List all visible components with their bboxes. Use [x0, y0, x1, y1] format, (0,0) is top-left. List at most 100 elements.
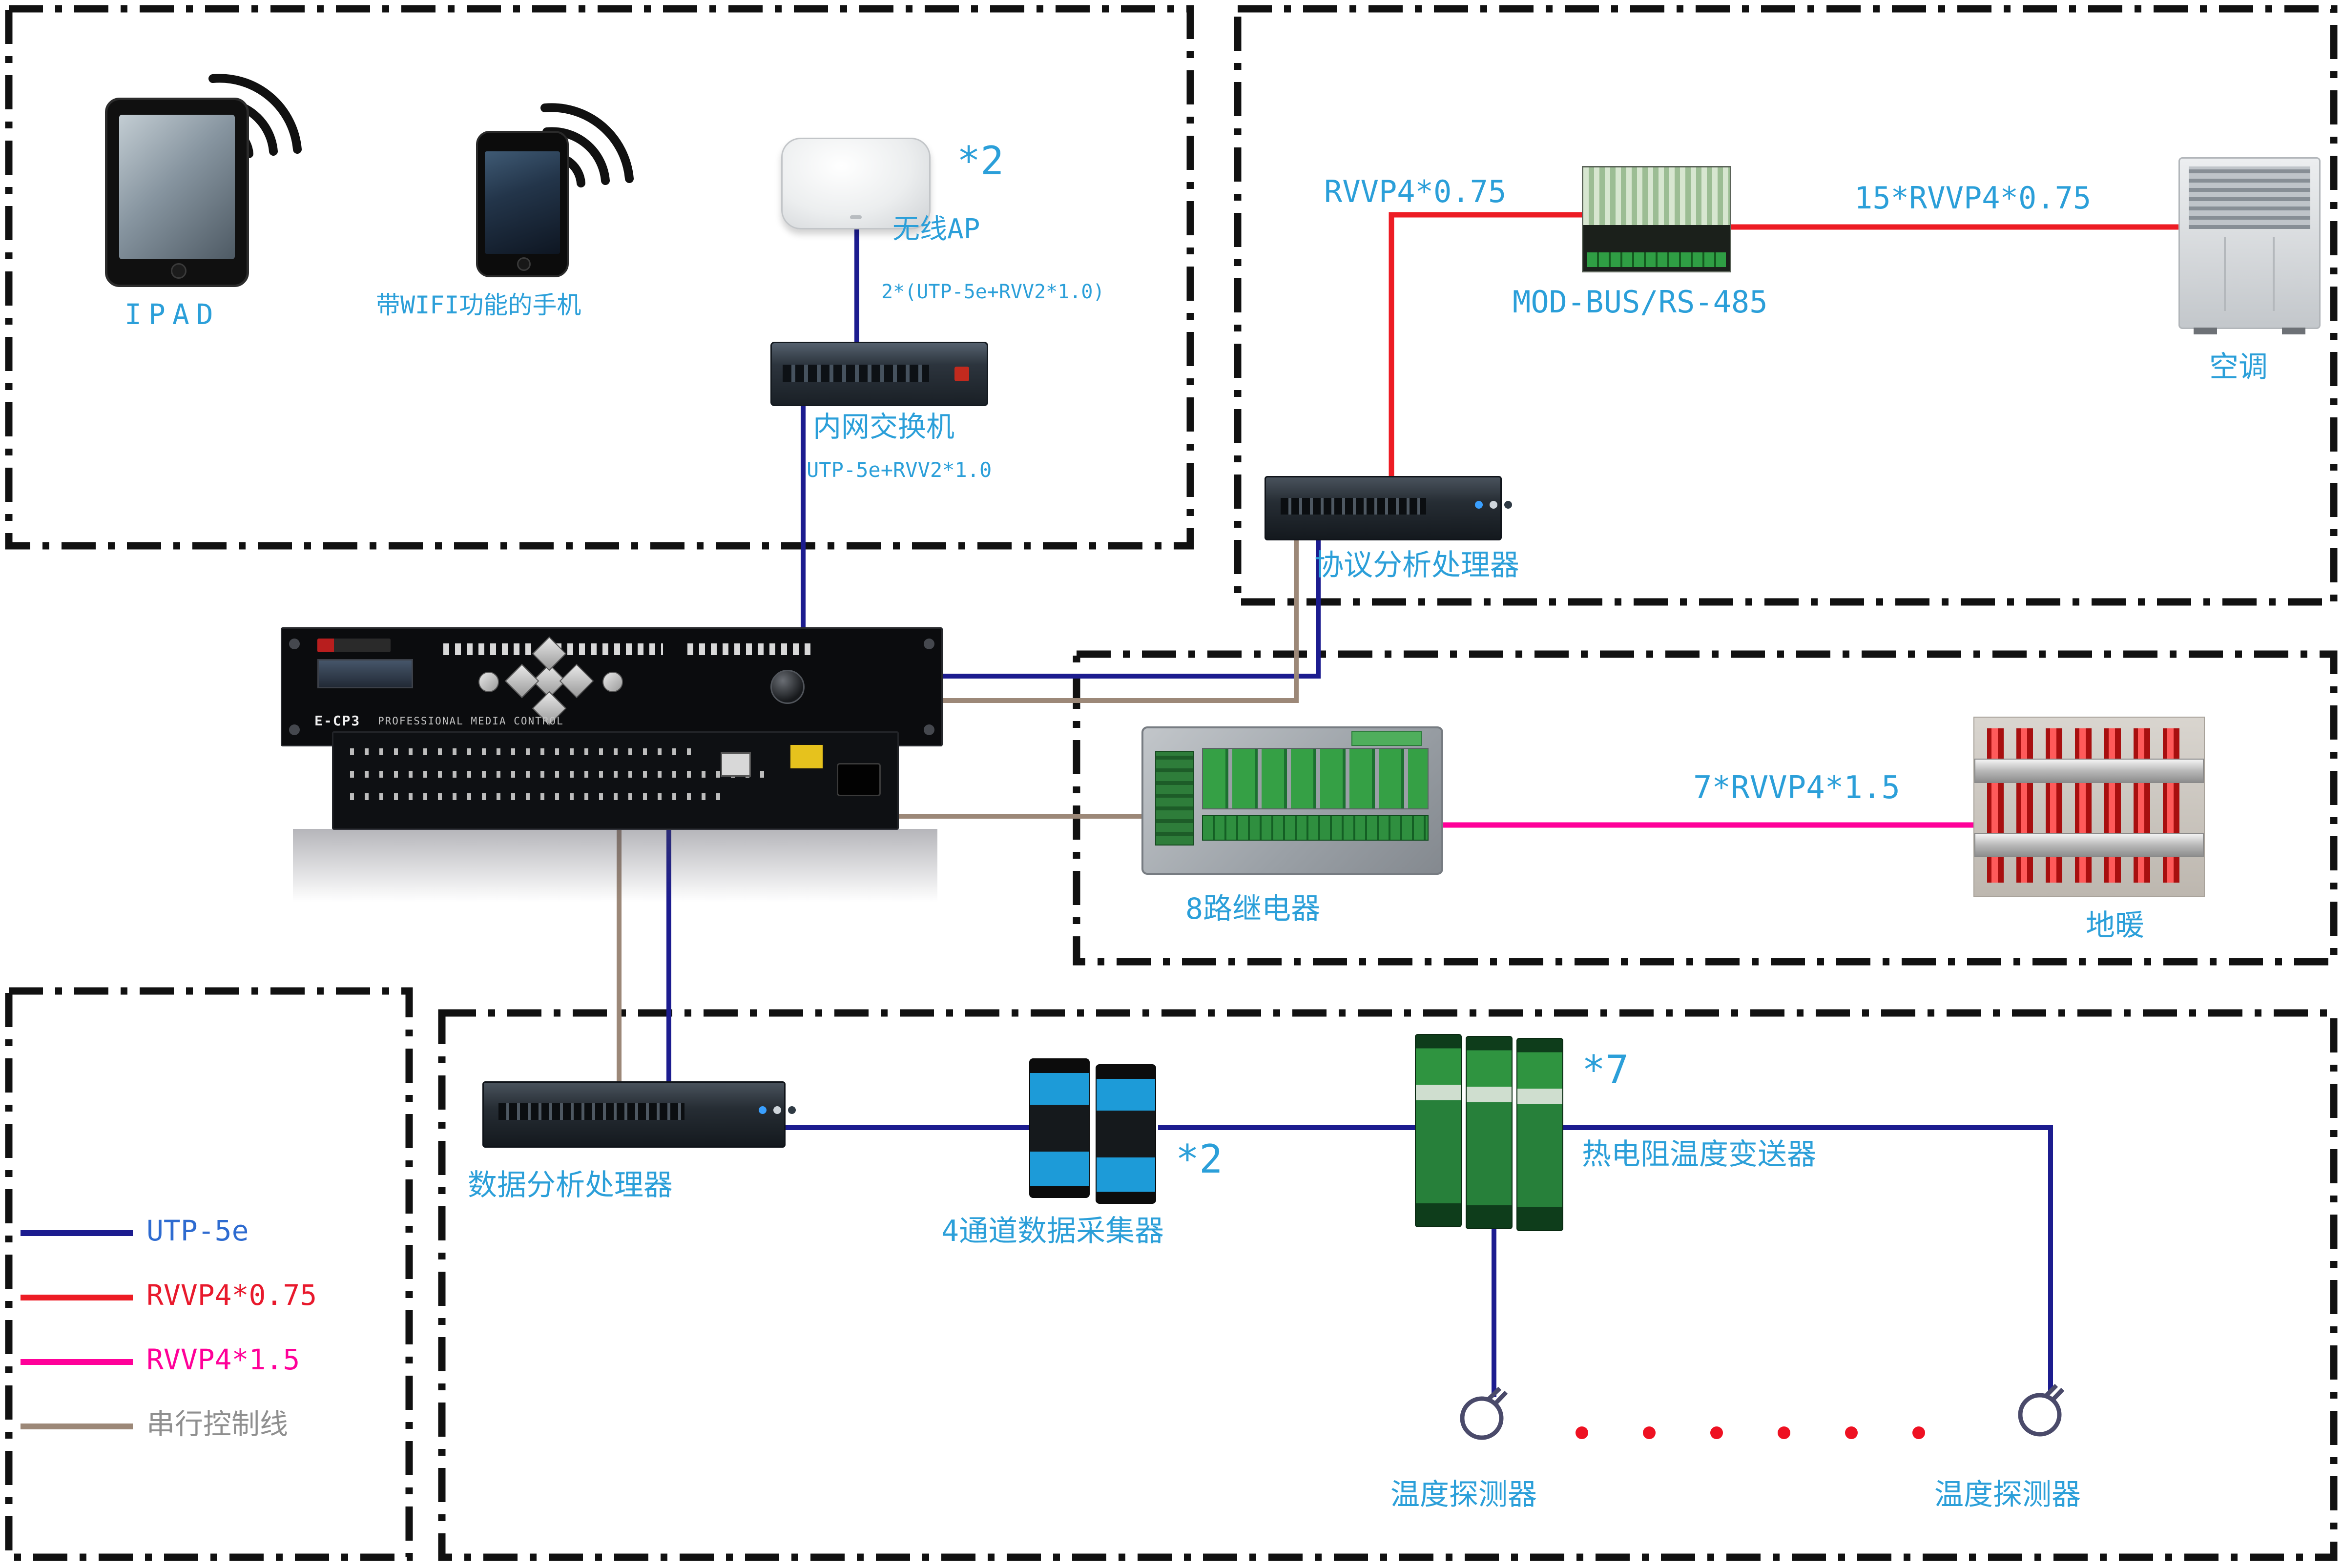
cable-controller-to-protocol-processor — [937, 537, 1321, 679]
transmitter-module — [1466, 1036, 1513, 1229]
rack-screw — [924, 724, 934, 735]
ipad-home-button — [170, 263, 187, 279]
protocol-processor-image — [1265, 476, 1502, 540]
temperature-transmitter-image — [1415, 1034, 1564, 1231]
io-connector-row — [350, 748, 692, 755]
wifi-phone-label: 带WIFI功能的手机 — [376, 291, 581, 319]
controller-io-unit-image — [332, 731, 899, 830]
rvvp4-075-x15-label: 15*RVVP4*0.75 — [1854, 180, 2092, 216]
controller-model-text: E-CP3 — [314, 713, 361, 729]
switch-label: 内网交换机 — [813, 410, 955, 443]
relay-label: 8路继电器 — [1185, 892, 1321, 926]
transmitter-module — [1516, 1038, 1563, 1231]
cable-transmitter-to-right-sensor — [1561, 1125, 2053, 1391]
cable-protocol-processor-to-modbus — [1389, 212, 1583, 477]
legend-line-serial — [21, 1424, 133, 1429]
transmitter-label: 热电阻温度变送器 — [1582, 1137, 1816, 1172]
aircon-panel-seam — [2224, 237, 2226, 311]
rvvp4-075-label: RVVP4*0.75 — [1324, 174, 1507, 209]
aircon-grille — [2189, 166, 2310, 229]
sensor-ellipsis-dots — [1576, 1426, 1925, 1439]
aircon-panel-seam — [2273, 237, 2275, 311]
controller-connector-strip — [556, 643, 663, 655]
relay-pcb — [1155, 751, 1194, 846]
aircon-foot — [2282, 328, 2305, 334]
wireless-ap-image — [781, 138, 931, 229]
legend-line-rvvp4-15 — [21, 1359, 133, 1365]
relay-box-image — [1141, 726, 1443, 875]
rvvp4-15-x7-label: 7*RVVP4*1.5 — [1693, 770, 1900, 806]
legend-line-utp5e — [21, 1230, 133, 1236]
zone-box-legend — [5, 987, 413, 1561]
controller-left-button — [504, 663, 539, 699]
legend-label-rvvp4-075: RVVP4*0.75 — [146, 1279, 317, 1312]
modbus-gateway-image — [1582, 166, 1731, 272]
ipad-image — [105, 98, 249, 287]
wifi-phone-image — [476, 131, 569, 277]
controller-round-button — [478, 672, 499, 692]
controller-right-button — [559, 663, 594, 699]
zone-box-aircon-control — [1234, 5, 2338, 606]
relay-top-board — [1351, 731, 1422, 746]
transmitter-module — [1415, 1034, 1462, 1227]
data-processor-label: 数据分析处理器 — [468, 1168, 673, 1202]
manifold-red-tubes — [1987, 728, 2191, 883]
manifold-steel-bar — [1974, 759, 2204, 783]
ap-led — [850, 215, 862, 219]
legend-line-rvvp4-075 — [21, 1295, 133, 1300]
controller-reflection — [293, 829, 937, 902]
temperature-probe-icon-right — [2018, 1383, 2065, 1437]
data-processor-vents — [498, 1103, 685, 1120]
collector-count-label: *2 — [1176, 1136, 1223, 1182]
relay-modules-row — [1202, 748, 1429, 809]
modbus-heatsink — [1583, 167, 1730, 225]
collector-module — [1029, 1058, 1090, 1198]
protocol-processor-vents — [1281, 498, 1426, 515]
transmitter-count-label: *7 — [1582, 1047, 1629, 1093]
ap-cable-label: 2*(UTP-5e+RVV2*1.0) — [881, 281, 1105, 303]
controller-name-text: PROFESSIONAL MEDIA CONTROL — [378, 715, 564, 727]
io-connector-row — [350, 793, 721, 800]
legend-label-serial: 串行控制线 — [146, 1407, 289, 1441]
rack-screw — [289, 724, 300, 735]
aircon-foot — [2194, 328, 2217, 334]
protocol-processor-leds — [1475, 501, 1483, 509]
floor-heating-manifold-image — [1973, 717, 2205, 897]
zone-box-floor-heating — [1073, 650, 2338, 966]
temp-sensor-right-label: 温度探测器 — [1934, 1478, 2081, 1512]
central-controller-image: E-CP3 PROFESSIONAL MEDIA CONTROL — [281, 627, 943, 746]
lan-switch-image — [770, 342, 988, 406]
io-ethernet-port — [721, 752, 751, 777]
temperature-probe-icon-left — [1460, 1386, 1508, 1440]
controller-brand-logo — [317, 639, 391, 652]
modbus-label: MOD-BUS/RS-485 — [1513, 284, 1768, 320]
ap-count-label: *2 — [957, 138, 1004, 184]
controller-round-button — [602, 672, 623, 692]
relay-terminal-strip — [1202, 815, 1429, 841]
controller-connector-strip — [443, 643, 531, 655]
collector-label: 4通道数据采集器 — [941, 1214, 1164, 1248]
ipad-screen — [119, 115, 235, 259]
zone-box-temperature-acquisition — [438, 1009, 2338, 1561]
ipad-label: IPAD — [124, 298, 220, 331]
switch-ports — [783, 365, 929, 382]
collector-module — [1096, 1064, 1156, 1204]
caution-sticker — [789, 743, 824, 770]
controller-lcd — [317, 659, 413, 688]
controller-up-button — [532, 636, 567, 671]
aircon-label: 空调 — [2209, 350, 2268, 384]
phone-screen — [485, 151, 560, 254]
modbus-terminal-strip — [1587, 252, 1726, 267]
temp-sensor-left-label: 温度探测器 — [1390, 1478, 1537, 1512]
switch-cable-label: UTP-5e+RVV2*1.0 — [807, 458, 992, 482]
wireless-ap-label: 无线AP — [892, 213, 980, 245]
data-processor-image — [482, 1081, 786, 1148]
data-processor-leds — [759, 1106, 767, 1114]
io-power-inlet — [837, 763, 881, 796]
rack-screw — [289, 639, 300, 649]
air-conditioner-image — [2178, 157, 2321, 334]
switch-brand-logo — [954, 367, 969, 381]
legend-label-rvvp4-15: RVVP4*1.5 — [146, 1343, 300, 1376]
controller-connector-strip — [687, 643, 814, 655]
